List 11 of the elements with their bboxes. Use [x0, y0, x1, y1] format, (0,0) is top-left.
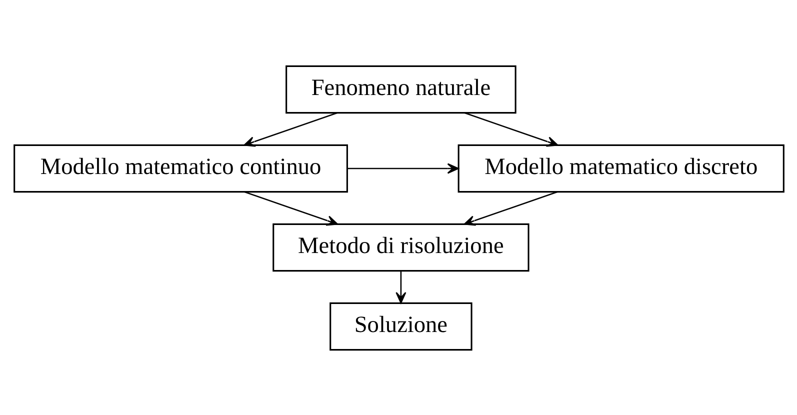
- arrow: [463, 190, 558, 226]
- node-box: Fenomeno naturale: [285, 64, 516, 114]
- node-box: Soluzione: [329, 302, 472, 350]
- node-box: Modello matematico continuo: [13, 144, 348, 192]
- node-box: Metodo di risoluzione: [272, 222, 529, 272]
- arrow: [395, 270, 406, 304]
- arrow: [243, 112, 337, 146]
- arrow: [347, 162, 458, 174]
- arrow: [464, 112, 558, 146]
- arrow: [244, 190, 338, 226]
- node-box: Modello matematico discreto: [457, 144, 784, 192]
